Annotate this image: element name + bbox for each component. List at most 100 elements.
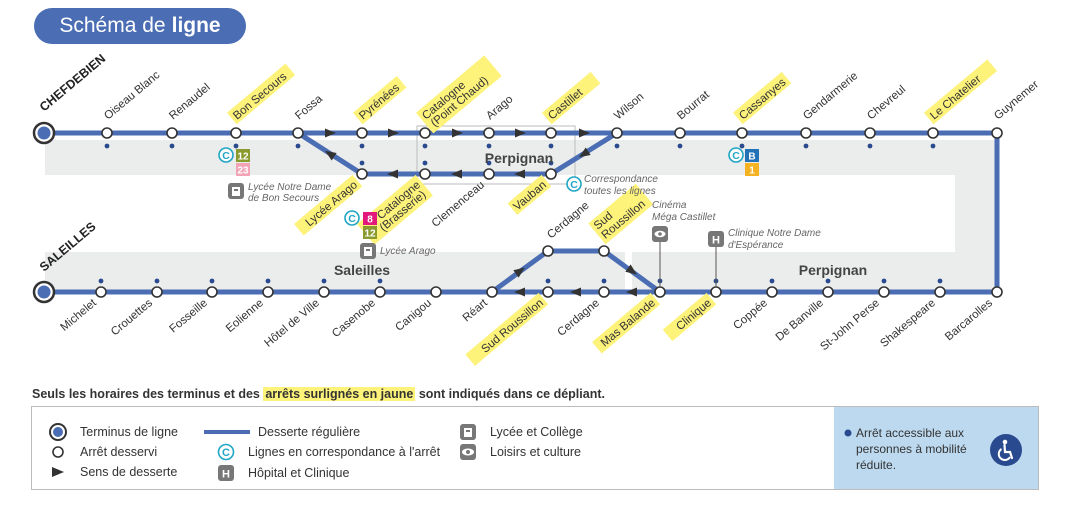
svg-text:C: C: [348, 213, 356, 225]
stop-Castillet[interactable]: [545, 127, 557, 139]
direction-arrow: [578, 147, 591, 158]
terminus-chefdebien[interactable]: CHEFDEBIEN: [32, 51, 108, 145]
stop-St-John Perse[interactable]: [878, 286, 890, 298]
svg-text:1: 1: [749, 166, 755, 177]
stop-Hôtel de Ville[interactable]: [318, 286, 330, 298]
direction-arrow: [626, 287, 637, 297]
poi-label: Lycée Arago: [380, 246, 436, 257]
stop-Fosseille[interactable]: [206, 286, 218, 298]
stop-Renaudel[interactable]: [166, 127, 178, 139]
stop-label: Clemenceau: [430, 179, 487, 230]
stop-Crouettes[interactable]: [151, 286, 163, 298]
stop-label: De Banville: [774, 297, 826, 344]
accessible-dot: [209, 278, 215, 284]
stop-label-group: Fossa: [293, 93, 325, 123]
accessible-dot-icon: [844, 429, 852, 437]
stop-Cerdagne[interactable]: [598, 286, 610, 298]
legend-direction-label: Sens de desserte: [80, 465, 178, 479]
highlight-box: [352, 75, 407, 125]
direction-arrow: [514, 169, 525, 179]
stop-Clinique[interactable]: [710, 286, 722, 298]
legend-school-label: Lycée et Collège: [490, 425, 583, 439]
stop-label-group: Canigou: [393, 297, 434, 334]
stop-label-group: De Banville: [774, 297, 826, 344]
footnote: Seuls les horaires des terminus et des a…: [32, 387, 605, 401]
connection-note: toutes les lignes: [584, 186, 656, 197]
accessible-dot: [359, 160, 365, 166]
stop-label: Fossa: [293, 93, 325, 123]
accessible-dot: [154, 278, 160, 284]
stop-Fossa[interactable]: [292, 127, 304, 139]
accessible-dot: [295, 143, 301, 149]
stop-Mas Balande[interactable]: [654, 286, 666, 298]
stop-Sud Roussillon[interactable]: [542, 286, 554, 298]
school-icon: [228, 183, 244, 199]
stop-Shakespeare[interactable]: [934, 286, 946, 298]
stop-label: Casenobe: [330, 297, 378, 340]
stop-label-group: Michelet: [58, 297, 99, 334]
stop-Wilson[interactable]: [611, 127, 623, 139]
stop-Catalogne[interactable]: [419, 127, 431, 139]
stop-Catalogne[interactable]: [419, 168, 431, 180]
connection-note: Correspondance: [584, 174, 658, 185]
stop-label: Oiseau Blanc: [102, 69, 162, 122]
stop-label: Shakespeare: [878, 297, 938, 350]
direction-arrow: [579, 128, 590, 138]
poi-label: de Bon Secours: [248, 193, 319, 204]
stop-Oiseau Blanc[interactable]: [101, 127, 113, 139]
stop-Barcarolles[interactable]: [991, 286, 1003, 298]
stop-Canigou[interactable]: [430, 286, 442, 298]
stop-Bon Secours[interactable]: [230, 127, 242, 139]
stop-Arago[interactable]: [483, 127, 495, 139]
district-perpignan-right: Perpignan: [799, 262, 867, 278]
legend-regular: Desserte régulière: [204, 423, 360, 441]
stop-label-group: Chevreul: [865, 84, 908, 123]
stop-label: Chevreul: [865, 84, 908, 123]
stop-Cerdagne[interactable]: [542, 245, 554, 257]
legend-stop-label: Arrêt desservi: [80, 445, 158, 459]
stop-Vauban[interactable]: [545, 168, 557, 180]
stop-label: Réart: [461, 297, 491, 325]
stop-Gendarmerie[interactable]: [800, 127, 812, 139]
stop-Eolienne[interactable]: [262, 286, 274, 298]
stop-label: Fosseille: [167, 297, 209, 335]
accessible-dot: [422, 160, 428, 166]
stop-Pyrénées[interactable]: [356, 127, 368, 139]
svg-text:12: 12: [364, 229, 376, 240]
stop-label: Renaudel: [167, 81, 212, 122]
stop-label-group: Barcarolles: [943, 297, 995, 343]
stop-Le Chatelier[interactable]: [927, 127, 939, 139]
stop-Chevreul[interactable]: [864, 127, 876, 139]
accessible-dot: [233, 143, 239, 149]
legend-direction: Sens de desserte: [44, 463, 177, 481]
eye-icon: [652, 226, 668, 242]
stop-label-group: Shakespeare: [878, 297, 938, 350]
stop-Coppée[interactable]: [766, 286, 778, 298]
stop-label: Pyrénées: [357, 82, 402, 123]
stop-Bourrat[interactable]: [674, 127, 686, 139]
stop-Cassanyes[interactable]: [736, 127, 748, 139]
highlight-box: [662, 292, 717, 342]
accessible-dot: [937, 278, 943, 284]
connection-icon: C: [728, 147, 744, 163]
stop-label: Bourrat: [675, 88, 712, 122]
stop-label: Coppée: [731, 297, 770, 332]
stop-Réart[interactable]: [486, 286, 498, 298]
accessible-dot: [881, 278, 887, 284]
stop-Casenobe[interactable]: [374, 286, 386, 298]
stop-Clemenceau[interactable]: [483, 168, 495, 180]
stop-label: Bon Secours: [231, 71, 289, 123]
direction-arrow: [515, 128, 526, 138]
stop-Sud[interactable]: [598, 245, 610, 257]
stop-label-group: Fosseille: [167, 297, 209, 335]
accessible-dot: [614, 143, 620, 149]
stop-Guynemer[interactable]: [991, 127, 1003, 139]
stop-Michelet[interactable]: [95, 286, 107, 298]
accessible-dot: [486, 143, 492, 149]
direction-arrow: [388, 128, 399, 138]
stop-Lycée Arago[interactable]: [356, 168, 368, 180]
stop-De Banville[interactable]: [822, 286, 834, 298]
